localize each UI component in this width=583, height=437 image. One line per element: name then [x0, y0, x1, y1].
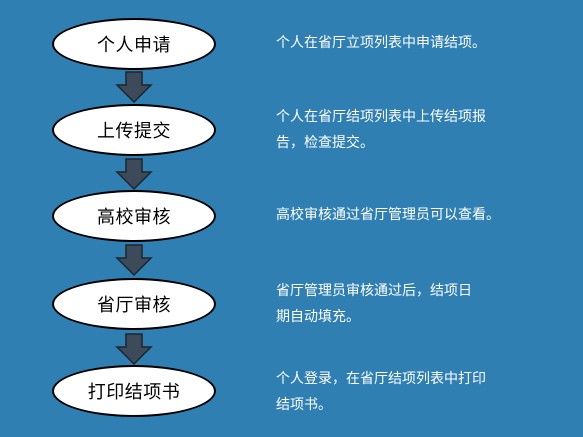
down-arrow-icon: [115, 244, 153, 276]
step-oval-2: 上传提交: [52, 104, 216, 156]
step-description-5: 个人登录，在省厅结项列表中打印 结项书。: [276, 366, 546, 418]
down-arrow-icon: [115, 158, 153, 190]
step-label-5: 打印结项书: [87, 382, 181, 403]
step-description-1: 个人在省厅立项列表中申请结项。: [276, 30, 546, 56]
step-oval-5: 打印结项书: [52, 365, 216, 417]
step-description-2: 个人在省厅结项列表中上传结项报 告，检查提交。: [276, 104, 546, 156]
step-description-4-line-2: 期自动填充。: [276, 309, 360, 325]
step-label-2: 上传提交: [97, 121, 171, 142]
down-arrow-icon: [115, 333, 153, 365]
step-label-4: 省厅审核: [97, 295, 171, 316]
step-description-4-line-1: 省厅管理员审核通过后，结项日: [276, 283, 472, 299]
step-description-1-line-1: 个人在省厅立项列表中申请结项。: [276, 35, 486, 51]
step-oval-3: 高校审核: [52, 190, 216, 242]
step-description-2-line-2: 告，检查提交。: [276, 135, 374, 151]
step-label-3: 高校审核: [97, 207, 171, 228]
step-label-1: 个人申请: [97, 35, 171, 56]
step-description-4: 省厅管理员审核通过后，结项日 期自动填充。: [276, 278, 546, 330]
step-oval-1: 个人申请: [52, 18, 216, 70]
step-description-5-line-2: 结项书。: [276, 397, 332, 413]
step-oval-4: 省厅审核: [52, 278, 216, 330]
step-description-2-line-1: 个人在省厅结项列表中上传结项报: [276, 109, 486, 125]
step-description-3-line-1: 高校审核通过省厅管理员可以查看。: [276, 207, 500, 223]
step-description-5-line-1: 个人登录，在省厅结项列表中打印: [276, 371, 486, 387]
step-description-3: 高校审核通过省厅管理员可以查看。: [276, 202, 546, 228]
down-arrow-icon: [115, 71, 153, 103]
